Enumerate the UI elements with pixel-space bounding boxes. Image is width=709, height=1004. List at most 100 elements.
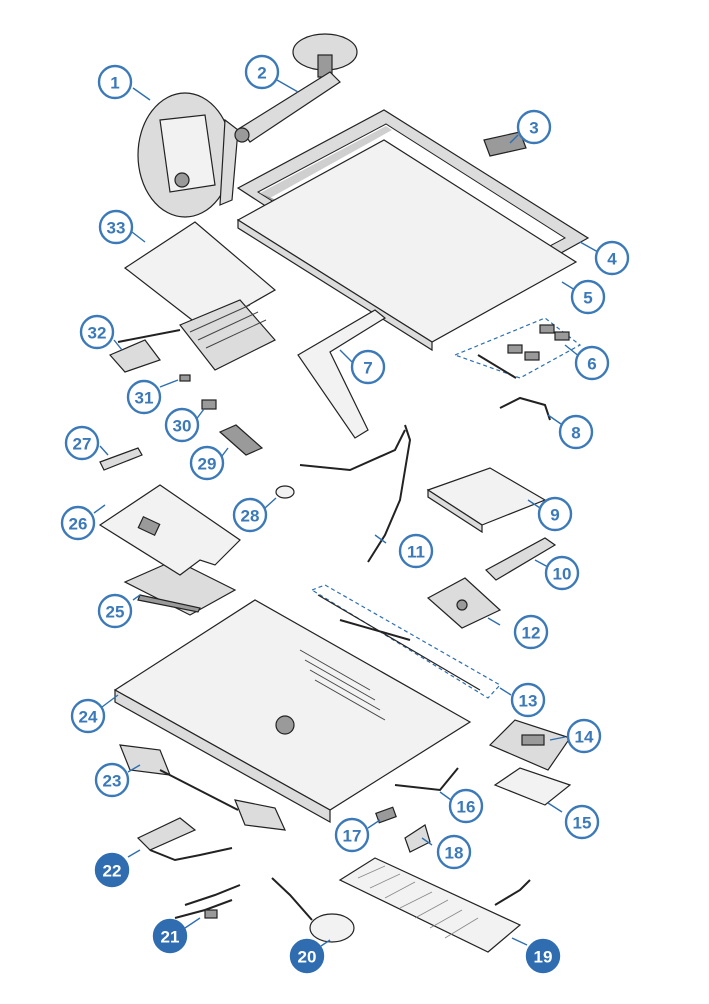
callout-number: 28: [241, 507, 260, 526]
callout-10: 10: [544, 555, 580, 591]
callout-number: 21: [161, 928, 180, 947]
callout-circle: [64, 425, 100, 461]
callout-31: 31: [126, 379, 162, 415]
callout-7: 7: [350, 349, 386, 385]
mouse-part: [271, 877, 355, 943]
callout-circle: [448, 788, 484, 824]
keyboard-part: [338, 857, 531, 953]
callout-14: 14: [566, 718, 602, 754]
hard-disk-drive-part: [493, 767, 572, 806]
callout-circle: [289, 938, 325, 974]
callout-number: 7: [363, 359, 372, 378]
callout-4: 4: [594, 240, 630, 276]
camera-cable-part: [499, 396, 551, 421]
callout-25: 25: [97, 593, 133, 629]
callout-number: 15: [573, 814, 592, 833]
callout-circle: [334, 817, 370, 853]
power-adapter-part: [136, 817, 233, 862]
callout-number: 3: [529, 119, 538, 138]
callout-number: 29: [198, 455, 217, 474]
callout-circle: [79, 314, 115, 350]
callout-number: 17: [343, 827, 362, 846]
callout-circle: [516, 109, 552, 145]
callout-18: 18: [436, 834, 472, 870]
callout-circle: [126, 379, 162, 415]
callout-number: 2: [257, 64, 266, 83]
callout-circle: [164, 407, 200, 443]
callout-number: 16: [457, 798, 476, 817]
callout-number: 9: [550, 506, 559, 525]
callout-22: 22: [94, 852, 130, 888]
callout-30: 30: [164, 407, 200, 443]
callout-16: 16: [448, 788, 484, 824]
callout-circle: [513, 614, 549, 650]
callout-circle: [398, 533, 434, 569]
callout-number: 22: [103, 862, 122, 881]
fan-part: [109, 329, 181, 373]
m2-card-part: [218, 424, 264, 456]
callout-19: 19: [525, 938, 561, 974]
speaker-part: [119, 744, 286, 831]
callout-33: 33: [98, 209, 134, 245]
rear-bracket-part: [426, 577, 502, 629]
callout-23: 23: [94, 762, 130, 798]
callout-circle: [510, 682, 546, 718]
callout-circle: [244, 54, 280, 90]
callout-number: 31: [135, 389, 154, 408]
callout-number: 8: [571, 424, 580, 443]
drive-bracket-part: [485, 537, 557, 581]
small-board-17-part: [375, 806, 397, 824]
callout-number: 27: [73, 435, 92, 454]
callout-8: 8: [558, 414, 594, 450]
rear-cover-part: [113, 599, 472, 824]
callout-28: 28: [232, 497, 268, 533]
memory-module-part: [99, 447, 143, 471]
io-shield-part: [123, 559, 237, 616]
callout-number: 6: [587, 355, 596, 374]
lcd-cable-part: [297, 309, 387, 439]
callout-circle: [350, 349, 386, 385]
callout-number: 23: [103, 772, 122, 791]
callout-number: 11: [407, 543, 425, 562]
callout-5: 5: [570, 279, 606, 315]
power-cord-part: [174, 884, 241, 919]
callout-circle: [60, 505, 96, 541]
callout-1: 1: [97, 64, 133, 100]
cover-strip-part: [310, 584, 501, 699]
callout-circle: [537, 496, 573, 532]
callout-circle: [94, 852, 130, 888]
callout-11: 11: [398, 533, 434, 569]
callout-3: 3: [516, 109, 552, 145]
callout-circle: [570, 279, 606, 315]
callout-circle: [70, 698, 106, 734]
callout-circle: [97, 593, 133, 629]
shield-heatsink-part: [123, 221, 277, 371]
callout-number: 20: [298, 948, 317, 967]
motherboard-part: [98, 484, 241, 576]
callout-6: 6: [574, 345, 610, 381]
callout-32: 32: [79, 314, 115, 350]
callout-29: 29: [189, 445, 225, 481]
callout-circle: [436, 834, 472, 870]
callout-2: 2: [244, 54, 280, 90]
callout-20: 20: [289, 938, 325, 974]
callout-9: 9: [537, 496, 573, 532]
callout-circle: [232, 497, 268, 533]
antenna-cable-part: [299, 424, 412, 563]
hdd-bracket-part: [488, 719, 571, 771]
callout-number: 32: [88, 324, 107, 343]
optical-drive-part: [426, 467, 547, 534]
callout-number: 19: [534, 948, 553, 967]
callout-13: 13: [510, 682, 546, 718]
callout-number: 30: [173, 417, 192, 436]
callout-number: 24: [79, 708, 98, 727]
callout-circle: [525, 938, 561, 974]
callout-number: 1: [110, 74, 119, 93]
callout-circle: [566, 718, 602, 754]
callout-circle: [564, 804, 600, 840]
callout-number: 33: [107, 219, 126, 238]
callout-27: 27: [64, 425, 100, 461]
callout-24: 24: [70, 698, 106, 734]
wifi-card-part: [201, 399, 217, 410]
callout-26: 26: [60, 505, 96, 541]
